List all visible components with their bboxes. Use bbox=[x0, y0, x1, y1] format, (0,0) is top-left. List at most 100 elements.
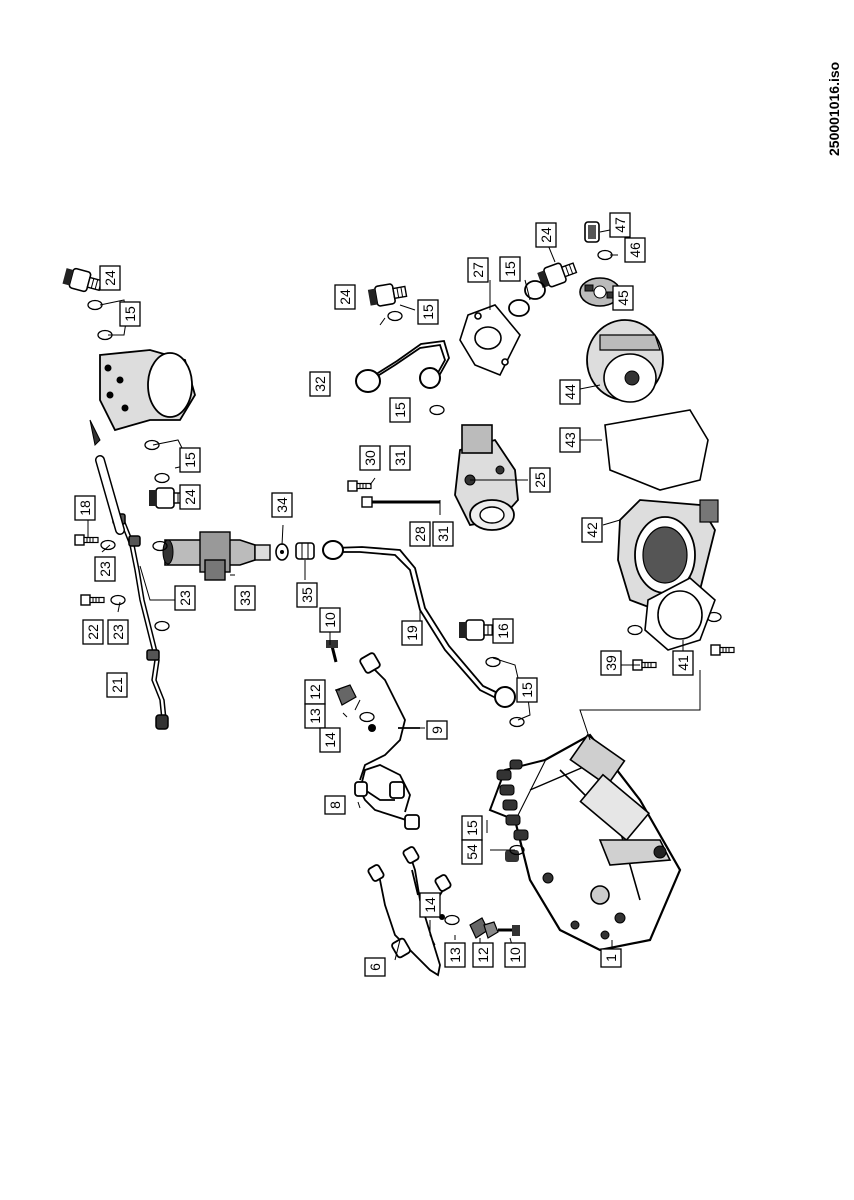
callout-c45: 45 bbox=[612, 285, 634, 311]
callout-box bbox=[94, 556, 116, 582]
callout-number: 45 bbox=[615, 290, 631, 306]
callout-number: 12 bbox=[307, 684, 323, 700]
callout-c33: 33 bbox=[234, 585, 256, 611]
callout-box bbox=[334, 284, 356, 310]
callout-c30: 30 bbox=[359, 445, 381, 471]
callout-box bbox=[409, 521, 431, 547]
callout-c16: 16 bbox=[492, 618, 514, 644]
callout-c28: 28 bbox=[409, 521, 431, 547]
callout-number: 28 bbox=[412, 526, 428, 542]
callout-c9: 9 bbox=[426, 720, 448, 740]
part-gasket-43 bbox=[604, 409, 709, 491]
part-pipe-8 bbox=[354, 764, 420, 830]
part-bolt-18 bbox=[74, 534, 99, 546]
callout-box bbox=[119, 301, 141, 327]
callout-box bbox=[419, 892, 441, 918]
callout-number: 39 bbox=[603, 655, 619, 671]
callout-number: 23 bbox=[110, 624, 126, 640]
callout-number: 44 bbox=[562, 384, 578, 400]
callout-number: 41 bbox=[675, 655, 691, 671]
callout-c23b: 23 bbox=[107, 619, 129, 645]
callout-c15c: 15 bbox=[417, 299, 439, 325]
part-bolt-10-b bbox=[498, 925, 520, 936]
callout-c21: 21 bbox=[106, 672, 128, 698]
part-nut-35 bbox=[295, 542, 315, 560]
callout-number: 30 bbox=[362, 450, 378, 466]
part-banjo-bolt-24-b bbox=[366, 280, 409, 309]
callout-number: 16 bbox=[495, 623, 511, 639]
part-fitting-47 bbox=[584, 221, 600, 243]
part-pipe-32 bbox=[355, 340, 450, 393]
callout-c24d: 24 bbox=[535, 222, 557, 248]
callout-number: 15 bbox=[502, 261, 518, 277]
callout-box bbox=[516, 677, 538, 703]
callout-c10a: 10 bbox=[319, 607, 341, 633]
callout-box bbox=[309, 371, 331, 397]
callout-c24b: 24 bbox=[334, 284, 356, 310]
callout-c14a: 14 bbox=[319, 727, 341, 753]
callout-c13b: 13 bbox=[444, 942, 466, 968]
callout-c39: 39 bbox=[600, 650, 622, 676]
part-filter-housing bbox=[89, 349, 196, 447]
callout-c42: 42 bbox=[581, 517, 603, 543]
callout-box bbox=[600, 948, 622, 968]
callout-number: 13 bbox=[447, 947, 463, 963]
callout-box bbox=[107, 619, 129, 645]
callout-number: 14 bbox=[422, 897, 438, 913]
callout-box bbox=[304, 703, 326, 729]
callout-box bbox=[461, 839, 483, 865]
callout-number: 15 bbox=[420, 304, 436, 320]
callout-box bbox=[364, 957, 386, 977]
callout-c47: 47 bbox=[609, 212, 631, 238]
callout-number: 14 bbox=[322, 732, 338, 748]
callout-number: 34 bbox=[274, 497, 290, 513]
part-o-ring-15 bbox=[508, 280, 546, 317]
callout-box bbox=[426, 720, 448, 740]
part-gasket-27 bbox=[459, 304, 521, 377]
callout-number: 23 bbox=[177, 590, 193, 606]
callout-box bbox=[559, 427, 581, 453]
callout-c10b: 10 bbox=[504, 942, 526, 968]
callout-c15g: 15 bbox=[461, 815, 483, 841]
callout-box bbox=[504, 942, 526, 968]
callout-layer: 1689101012121313141415151515151515161819… bbox=[74, 212, 694, 977]
callout-c22: 22 bbox=[82, 619, 104, 645]
callout-c13a: 13 bbox=[304, 703, 326, 729]
callout-number: 42 bbox=[584, 522, 600, 538]
callout-number: 12 bbox=[475, 947, 491, 963]
callout-box bbox=[389, 397, 411, 423]
callout-box bbox=[389, 445, 411, 471]
callout-c15b: 15 bbox=[179, 447, 201, 473]
callout-c46: 46 bbox=[624, 237, 646, 263]
callout-c41: 41 bbox=[672, 650, 694, 676]
callout-box bbox=[99, 265, 121, 291]
part-feed-pump-25 bbox=[454, 424, 519, 531]
callout-c8: 8 bbox=[324, 795, 346, 815]
callout-box bbox=[612, 285, 634, 311]
part-bolt-28 bbox=[361, 496, 440, 508]
callout-number: 47 bbox=[612, 217, 628, 233]
callout-number: 15 bbox=[392, 402, 408, 418]
part-bolt-41 bbox=[710, 644, 735, 656]
callout-number: 15 bbox=[464, 820, 480, 836]
part-pipe-6 bbox=[367, 846, 452, 977]
part-bolt-22 bbox=[80, 594, 105, 606]
part-nut-14-a bbox=[368, 724, 376, 732]
callout-c27: 27 bbox=[467, 257, 489, 283]
callout-c32: 32 bbox=[309, 371, 331, 397]
callout-box bbox=[74, 495, 96, 521]
callout-box bbox=[179, 447, 201, 473]
callout-number: 10 bbox=[322, 612, 338, 628]
callout-c23a: 23 bbox=[94, 556, 116, 582]
callout-number: 24 bbox=[102, 270, 118, 286]
callout-box bbox=[174, 585, 196, 611]
part-gasket-41 bbox=[644, 577, 716, 651]
callout-c23c: 23 bbox=[174, 585, 196, 611]
callout-c18: 18 bbox=[74, 495, 96, 521]
part-injection-pump-body bbox=[488, 733, 682, 952]
part-pipe-19 bbox=[322, 540, 516, 708]
callout-box bbox=[234, 585, 256, 611]
callout-box bbox=[179, 484, 201, 510]
callout-number: 23 bbox=[97, 561, 113, 577]
callout-number: 6 bbox=[367, 963, 383, 971]
